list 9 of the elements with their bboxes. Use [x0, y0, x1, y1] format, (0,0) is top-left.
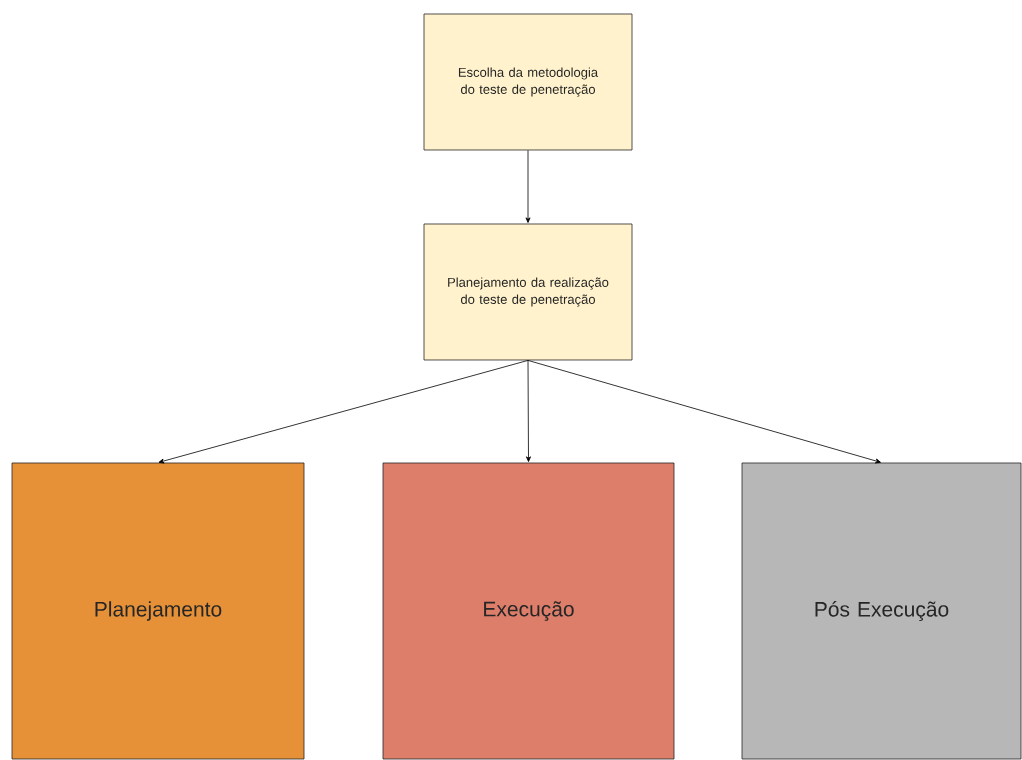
arrow	[525, 150, 531, 223]
step-box: Planejamento da realização do teste de penetração	[423, 223, 633, 361]
arrow	[526, 360, 531, 462]
arrow	[158, 360, 529, 464]
step-box: Escolha da metodologia do teste de penetração	[423, 13, 633, 151]
phase-box: Execução	[382, 462, 675, 760]
phase-box: Pós Execução	[741, 462, 1022, 760]
phase-box: Planejamento	[11, 462, 305, 760]
arrow	[527, 360, 881, 464]
